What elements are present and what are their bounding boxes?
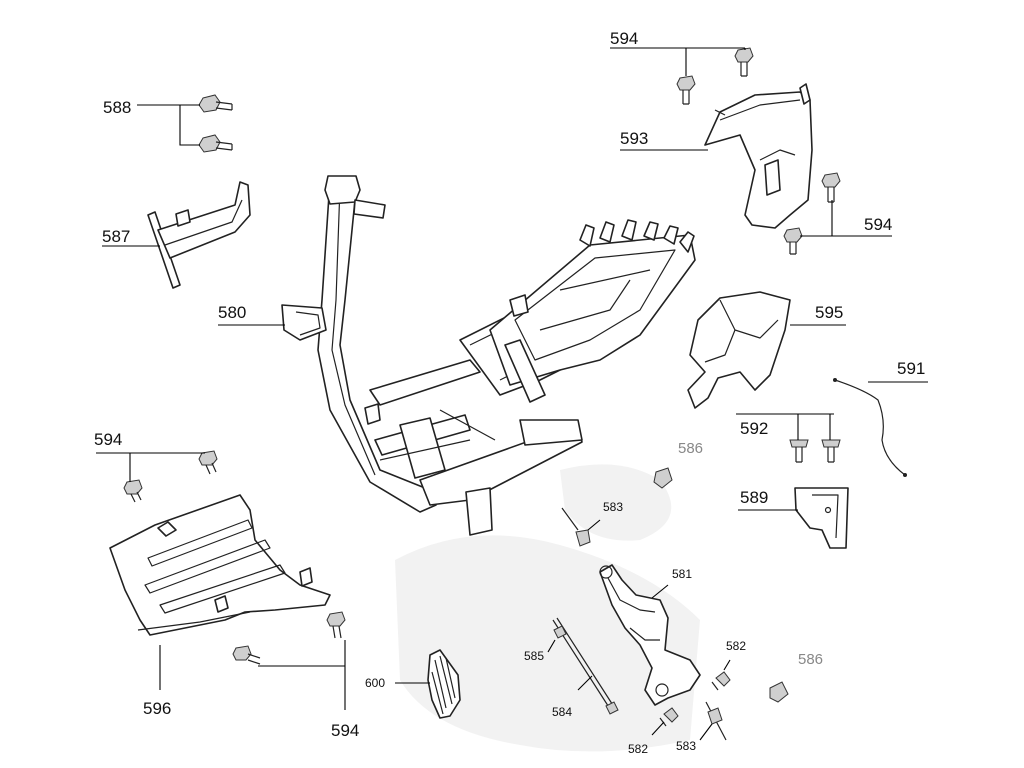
label-594-bottom: 594: [331, 721, 359, 740]
label-596: 596: [143, 699, 171, 718]
label-582-bottom: 582: [628, 742, 648, 756]
bracket-593: [704, 83, 813, 229]
label-584: 584: [552, 705, 572, 719]
label-593: 593: [620, 129, 648, 148]
part-583-upper: [561, 507, 591, 547]
label-600: 600: [365, 676, 385, 690]
part-583-lower: [705, 701, 727, 741]
label-594-right: 594: [864, 215, 892, 234]
label-589: 589: [740, 488, 768, 507]
stand-581: [599, 564, 701, 706]
screws-592: [789, 439, 841, 463]
label-585: 585: [524, 649, 544, 663]
bolts-594-right: [783, 172, 841, 255]
main-frame: [281, 175, 696, 536]
label-594-top: 594: [610, 29, 638, 48]
label-587: 587: [102, 227, 130, 246]
bracket-589: [794, 487, 849, 549]
bracket-587: [147, 181, 251, 289]
leader-lines: [96, 47, 928, 741]
label-583-lower: 583: [676, 739, 696, 753]
label-586-lower: 586: [798, 651, 823, 668]
label-580: 580: [218, 303, 246, 322]
rod-584: [552, 617, 619, 715]
bolts-594-top: [676, 47, 754, 105]
rubber-586-lower: [769, 681, 789, 703]
cable-591: [833, 378, 907, 477]
label-594-left: 594: [94, 430, 122, 449]
bolts-594-left: [123, 450, 218, 503]
bolts-588: [198, 94, 233, 153]
pad-600: [427, 649, 461, 719]
label-581: 581: [672, 567, 692, 581]
part-labels: 588 587 580 594 593 594 595 591 592 589 …: [94, 29, 925, 756]
rubber-586-upper: [653, 467, 673, 489]
label-588: 588: [103, 98, 131, 117]
floor-panel-596: [109, 494, 331, 636]
cover-595: [687, 291, 791, 409]
label-586-upper: 586: [678, 440, 703, 457]
label-591: 591: [897, 359, 925, 378]
label-582-right: 582: [726, 639, 746, 653]
bolts-594-bottom: [232, 611, 346, 665]
part-582-bottom: [659, 707, 679, 727]
label-583-upper: 583: [603, 500, 623, 514]
part-582-right: [711, 671, 731, 691]
label-592: 592: [740, 419, 768, 438]
label-595: 595: [815, 303, 843, 322]
